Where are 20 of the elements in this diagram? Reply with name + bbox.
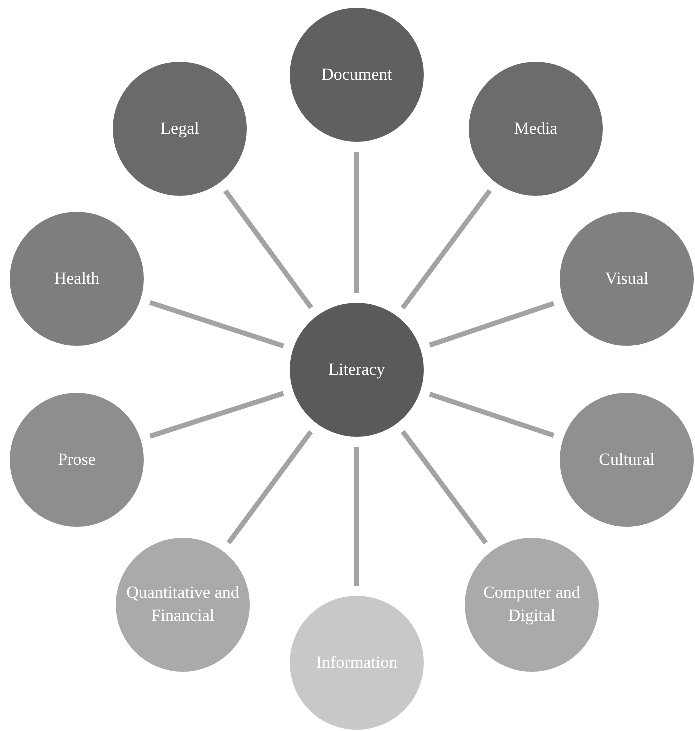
node-label: Media bbox=[514, 118, 558, 140]
connector-line bbox=[400, 430, 488, 545]
node-label: Literacy bbox=[328, 358, 386, 381]
connector-line bbox=[226, 430, 314, 545]
connector-line bbox=[224, 190, 314, 310]
node-label: Health bbox=[54, 268, 100, 290]
connector-line bbox=[429, 301, 555, 348]
node-label: Prose bbox=[58, 448, 96, 471]
node-label: Visual bbox=[605, 268, 649, 290]
connector-line bbox=[149, 300, 285, 349]
connector-line bbox=[354, 447, 360, 586]
node-label: Quantitative and Financial bbox=[126, 582, 240, 627]
connector-line bbox=[429, 392, 555, 438]
node-label: Document bbox=[322, 64, 392, 86]
node-label: Cultural bbox=[599, 448, 655, 471]
connector-line bbox=[400, 189, 492, 310]
node-label: Legal bbox=[160, 118, 200, 140]
node-label: Computer and Digital bbox=[482, 582, 582, 627]
connector-line bbox=[354, 152, 360, 293]
connector-line bbox=[150, 391, 284, 439]
